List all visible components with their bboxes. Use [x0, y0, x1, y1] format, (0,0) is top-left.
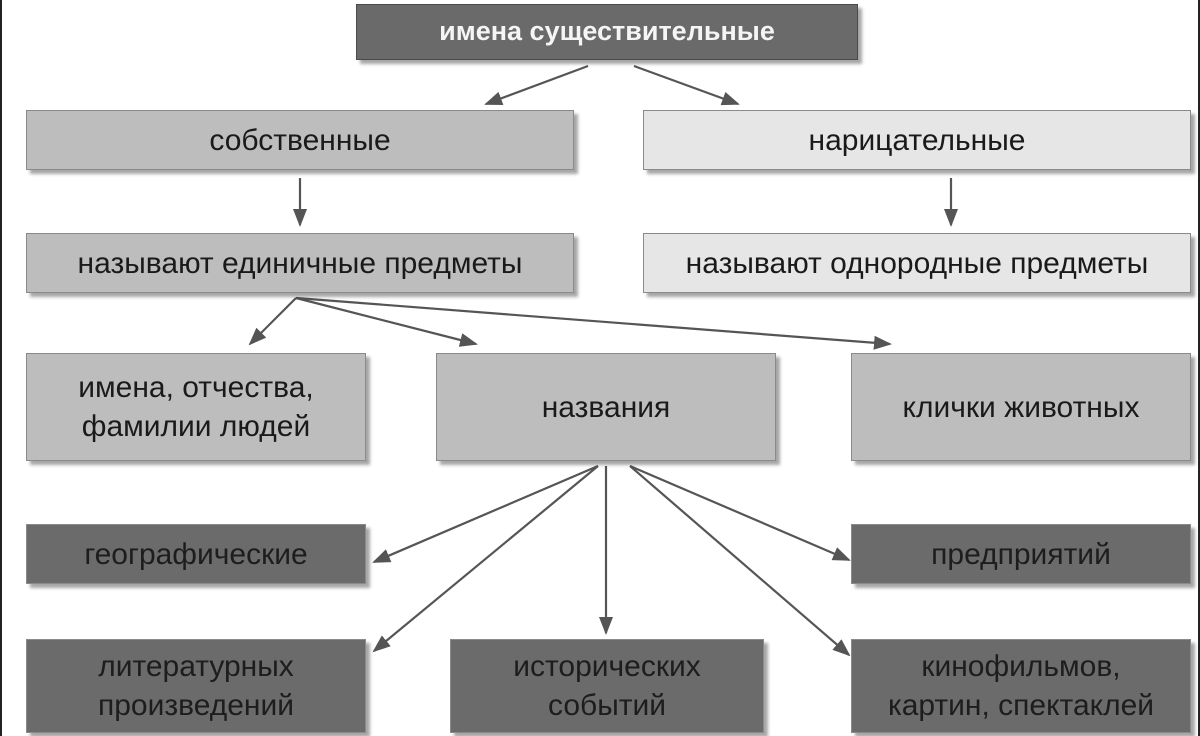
proper-desc-label: называют единичные предметы: [77, 246, 523, 280]
arrow-titles-to-literary: [372, 465, 599, 653]
literary-box: литературных произведений: [26, 639, 366, 733]
arrow-desc-to-titles: [295, 296, 478, 347]
animal-names-box: клички животных: [851, 353, 1191, 461]
common-desc-label: называют однородные предметы: [685, 246, 1149, 280]
common-box: нарицательные: [643, 110, 1191, 170]
geographic-label: географические: [84, 537, 308, 571]
right-frame-line: [1198, 0, 1200, 736]
enterprises-label: предприятий: [931, 537, 1111, 571]
arrow-desc-to-animals: [295, 296, 892, 350]
animal-names-label: клички животных: [902, 390, 1140, 424]
films-box: кинофильмов, картин, спектаклей: [851, 639, 1191, 733]
geographic-box: географические: [26, 524, 366, 584]
arrow-titles-to-enterprises: [629, 464, 851, 562]
proper-label: собственные: [209, 123, 391, 157]
common-desc-box: называют однородные предметы: [643, 233, 1191, 293]
proper-box: собственные: [26, 110, 574, 170]
historical-label: исторических событий: [513, 650, 701, 722]
arrow-root-to-common: [633, 64, 740, 106]
literary-label: литературных произведений: [97, 650, 295, 722]
titles-label: названия: [541, 390, 671, 424]
titles-box: названия: [436, 353, 776, 461]
proper-desc-box: называют единичные предметы: [26, 233, 574, 293]
root-box: имена существительные: [356, 4, 858, 60]
arrow-titles-to-films: [629, 465, 851, 657]
historical-box: исторических событий: [450, 639, 764, 733]
root-label: имена существительные: [439, 16, 775, 47]
names-people-label: имена, отчества, фамилии людей: [78, 371, 314, 443]
arrow-titles-to-geographic: [372, 464, 599, 564]
common-label: нарицательные: [808, 123, 1026, 157]
films-label: кинофильмов, картин, спектаклей: [887, 650, 1155, 722]
arrow-desc-to-people: [248, 297, 297, 346]
enterprises-box: предприятий: [851, 524, 1191, 584]
left-frame-line: [0, 0, 2, 736]
arrow-root-to-proper: [484, 64, 589, 106]
names-people-box: имена, отчества, фамилии людей: [26, 353, 366, 461]
